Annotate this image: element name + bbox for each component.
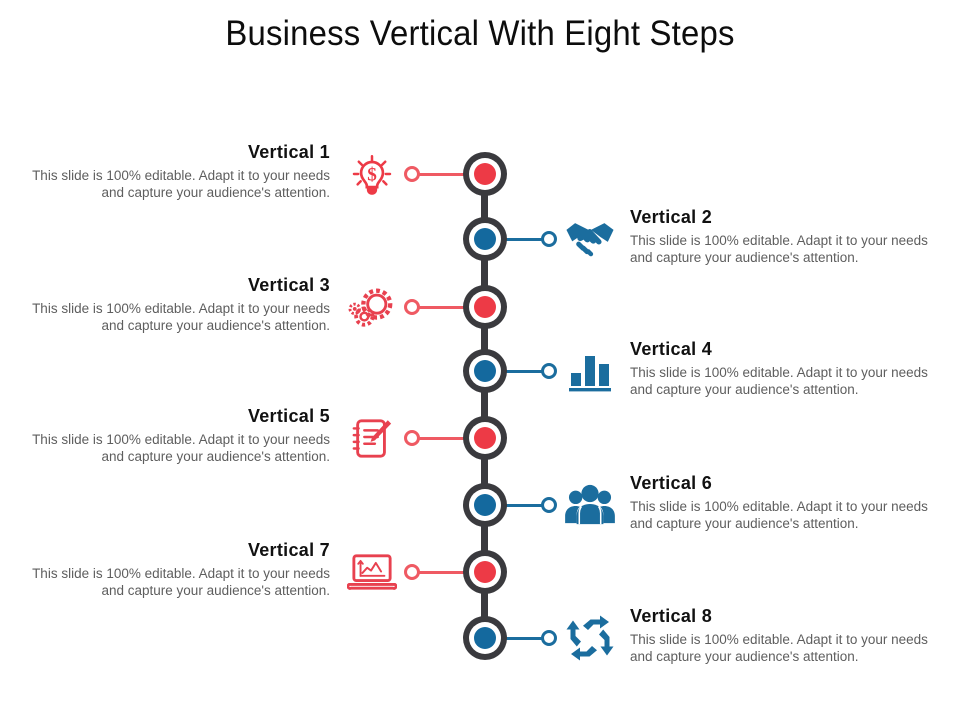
svg-text:$: $ (367, 165, 377, 186)
step-description-7: This slide is 100% editable. Adapt it to… (32, 566, 330, 598)
people-group-icon (563, 478, 617, 532)
timeline-node-1[interactable] (463, 152, 507, 196)
timeline-node-6[interactable] (463, 483, 507, 527)
timeline-spine (481, 170, 488, 638)
connector-line-4 (488, 369, 550, 373)
step-text-block-1: Vertical 1 This slide is 100% editable. … (30, 142, 330, 201)
connector-endpoint-5 (404, 430, 420, 446)
gears-icon (345, 280, 399, 334)
timeline-node-4[interactable] (463, 349, 507, 393)
bar-chart-icon (563, 344, 617, 398)
timeline-node-7[interactable] (463, 550, 507, 594)
timeline-node-5[interactable] (463, 416, 507, 460)
connector-line-1 (412, 172, 474, 176)
step-text-block-6: Vertical 6 This slide is 100% editable. … (630, 473, 930, 532)
connector-endpoint-1 (404, 166, 420, 182)
laptop-linegraph-icon (345, 545, 399, 599)
connector-line-5 (412, 436, 474, 440)
step-text-block-5: Vertical 5 This slide is 100% editable. … (30, 406, 330, 465)
connector-line-2 (488, 237, 550, 241)
step-text-block-3: Vertical 3 This slide is 100% editable. … (30, 275, 330, 334)
step-title-7: Vertical 7 (247, 540, 330, 560)
step-text-block-4: Vertical 4 This slide is 100% editable. … (630, 339, 930, 398)
step-text-block-7: Vertical 7 This slide is 100% editable. … (30, 540, 330, 599)
connector-endpoint-4 (541, 363, 557, 379)
connector-endpoint-7 (404, 564, 420, 580)
connector-line-3 (412, 305, 474, 309)
step-description-6: This slide is 100% editable. Adapt it to… (630, 499, 928, 531)
step-description-1: This slide is 100% editable. Adapt it to… (32, 168, 330, 200)
connector-line-8 (488, 636, 550, 640)
step-description-3: This slide is 100% editable. Adapt it to… (32, 301, 330, 333)
connector-endpoint-2 (541, 231, 557, 247)
connector-endpoint-6 (541, 497, 557, 513)
step-description-4: This slide is 100% editable. Adapt it to… (630, 365, 928, 397)
cycle-arrows-icon (563, 611, 617, 665)
step-title-1: Vertical 1 (247, 142, 330, 162)
timeline-node-3[interactable] (463, 285, 507, 329)
page-title: Business Vertical With Eight Steps (225, 14, 735, 53)
step-text-block-8: Vertical 8 This slide is 100% editable. … (630, 606, 930, 665)
connector-line-6 (488, 503, 550, 507)
step-title-2: Vertical 2 (630, 207, 713, 227)
timeline-node-2[interactable] (463, 217, 507, 261)
timeline-node-8[interactable] (463, 616, 507, 660)
lightbulb-dollar-icon: $ (345, 147, 399, 201)
step-title-3: Vertical 3 (247, 275, 330, 295)
step-title-8: Vertical 8 (630, 606, 713, 626)
step-title-4: Vertical 4 (630, 339, 713, 359)
step-text-block-2: Vertical 2 This slide is 100% editable. … (630, 207, 930, 266)
step-title-5: Vertical 5 (247, 406, 330, 426)
step-description-5: This slide is 100% editable. Adapt it to… (32, 432, 330, 464)
step-description-2: This slide is 100% editable. Adapt it to… (630, 233, 928, 265)
step-description-8: This slide is 100% editable. Adapt it to… (630, 632, 928, 664)
handshake-icon (563, 212, 617, 266)
connector-endpoint-3 (404, 299, 420, 315)
checklist-pencil-icon (345, 411, 399, 465)
connector-endpoint-8 (541, 630, 557, 646)
connector-line-7 (412, 570, 474, 574)
step-title-6: Vertical 6 (630, 473, 713, 493)
